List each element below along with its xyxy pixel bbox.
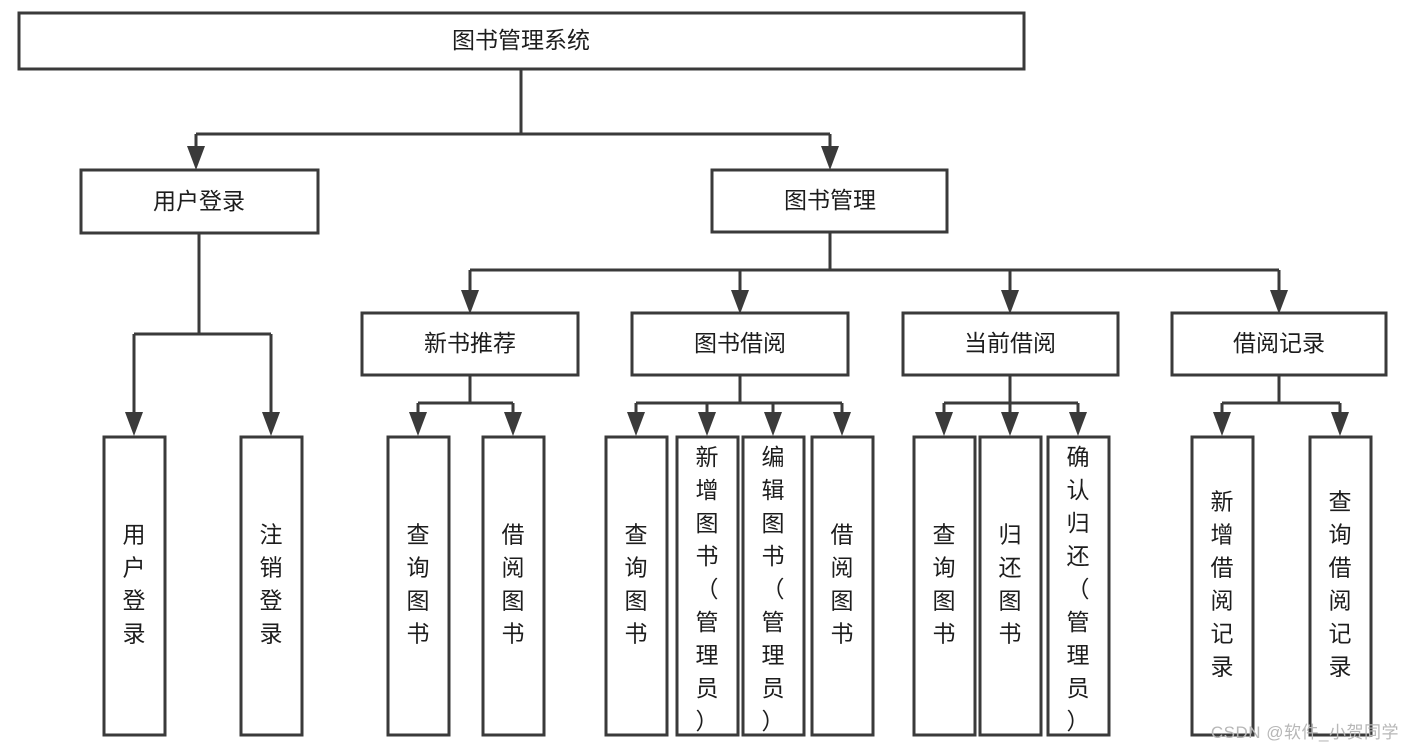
leaf-current-query-book[interactable]: 查询图书 xyxy=(912,435,977,737)
leaf-record-query[interactable]: 查询借阅记录 xyxy=(1308,435,1373,737)
leaf-record-add[interactable]: 新增借阅记录 xyxy=(1190,435,1255,737)
leaf-user-login-logout-label: 注销登录 xyxy=(260,522,283,647)
arrow-to-borrow-record xyxy=(1270,290,1288,314)
leaf-borrow-borrow-book-label: 借阅图书 xyxy=(831,522,854,647)
leaf-user-login-login[interactable]: 用户登录 xyxy=(102,435,167,737)
leaf-user-login-login-box[interactable] xyxy=(102,435,167,737)
leaf-user-login-login-label: 用户登录 xyxy=(123,522,146,647)
leaf-record-add-label: 新增借阅记录 xyxy=(1211,489,1234,680)
leaf-new-book-query-box[interactable] xyxy=(386,435,451,737)
arrow-current-borrow-leaf-2 xyxy=(1069,412,1087,436)
leaf-record-query-box[interactable] xyxy=(1308,435,1373,737)
node-user-login-box[interactable] xyxy=(79,168,320,235)
node-book-management[interactable]: 图书管理 xyxy=(710,168,949,234)
arrow-new-book-rec-leaf-1 xyxy=(504,412,522,436)
leaf-borrow-edit-book-box[interactable] xyxy=(741,435,806,737)
node-new-book-recommendation[interactable]: 新书推荐 xyxy=(360,311,580,377)
arrow-to-current-borrow xyxy=(1001,290,1019,314)
node-borrowing-record[interactable]: 借阅记录 xyxy=(1170,311,1388,377)
leaf-new-book-query-label: 查询图书 xyxy=(407,522,430,647)
leaf-borrow-edit-book-label: 编辑图书（管理员） xyxy=(762,444,785,734)
leaf-current-return-book-box[interactable] xyxy=(978,435,1043,737)
leaf-current-confirm-return-box[interactable] xyxy=(1046,435,1111,737)
leaf-current-query-book-label: 查询图书 xyxy=(933,522,956,647)
leaf-user-login-logout-box[interactable] xyxy=(239,435,304,737)
leaf-new-book-borrow[interactable]: 借阅图书 xyxy=(481,435,546,737)
leaf-borrow-add-book[interactable]: 新增图书（管理员） xyxy=(675,435,740,737)
leaf-record-query-label: 查询借阅记录 xyxy=(1329,489,1352,680)
node-root[interactable]: 图书管理系统 xyxy=(17,11,1026,71)
leaf-borrow-add-book-box[interactable] xyxy=(675,435,740,737)
leaf-new-book-query[interactable]: 查询图书 xyxy=(386,435,451,737)
arrow-user-login-leaf-1 xyxy=(262,412,280,436)
arrow-book-borrow-leaf-3 xyxy=(833,412,851,436)
node-current-borrowing-label: 当前借阅 xyxy=(964,330,1056,356)
leaf-borrow-borrow-book[interactable]: 借阅图书 xyxy=(810,435,875,737)
node-new-book-recommendation-label: 新书推荐 xyxy=(424,330,516,356)
node-book-borrowing-label: 图书借阅 xyxy=(694,330,786,356)
arrow-new-book-rec-leaf-0 xyxy=(409,412,427,436)
leaf-borrow-query-book-label: 查询图书 xyxy=(625,522,648,647)
arrow-current-borrow-leaf-1 xyxy=(1001,412,1019,436)
leaf-borrow-add-book-label: 新增图书（管理员） xyxy=(696,444,719,734)
arrow-to-user-login xyxy=(187,146,205,170)
arrow-book-borrow-leaf-2 xyxy=(764,412,782,436)
leaf-new-book-borrow-label: 借阅图书 xyxy=(502,522,525,647)
arrow-current-borrow-leaf-0 xyxy=(935,412,953,436)
node-book-management-label: 图书管理 xyxy=(784,187,876,213)
leaf-borrow-query-book[interactable]: 查询图书 xyxy=(604,435,669,737)
node-root-box[interactable] xyxy=(17,11,1026,71)
node-current-borrowing[interactable]: 当前借阅 xyxy=(901,311,1120,377)
node-borrowing-record-label: 借阅记录 xyxy=(1233,330,1325,356)
csdn-watermark: CSDN @软件_小贺同学 xyxy=(1210,723,1399,742)
leaf-current-return-book-label: 归还图书 xyxy=(999,522,1022,647)
node-borrowing-record-box[interactable] xyxy=(1170,311,1388,377)
leaf-borrow-borrow-book-box[interactable] xyxy=(810,435,875,737)
node-current-borrowing-box[interactable] xyxy=(901,311,1120,377)
leaf-borrow-query-book-box[interactable] xyxy=(604,435,669,737)
arrow-borrow-record-leaf-0 xyxy=(1213,412,1231,436)
leaf-current-confirm-return-label: 确认归还（管理员） xyxy=(1067,444,1090,734)
arrow-to-new-book-rec xyxy=(461,290,479,314)
arrow-user-login-leaf-0 xyxy=(125,412,143,436)
node-user-login[interactable]: 用户登录 xyxy=(79,168,320,235)
node-user-login-label: 用户登录 xyxy=(153,188,245,214)
arrow-borrow-record-leaf-1 xyxy=(1331,412,1349,436)
node-root-label: 图书管理系统 xyxy=(452,27,590,53)
node-new-book-recommendation-box[interactable] xyxy=(360,311,580,377)
edge-layer xyxy=(125,69,1349,436)
node-book-borrowing[interactable]: 图书借阅 xyxy=(630,311,850,377)
node-book-borrowing-box[interactable] xyxy=(630,311,850,377)
arrow-book-borrow-leaf-0 xyxy=(627,412,645,436)
arrow-to-book-mgmt xyxy=(821,146,839,170)
leaf-current-confirm-return[interactable]: 确认归还（管理员） xyxy=(1046,435,1111,737)
leaf-current-return-book[interactable]: 归还图书 xyxy=(978,435,1043,737)
arrow-to-book-borrow xyxy=(731,290,749,314)
leaf-borrow-edit-book[interactable]: 编辑图书（管理员） xyxy=(741,435,806,737)
leaf-new-book-borrow-box[interactable] xyxy=(481,435,546,737)
leaf-user-login-logout[interactable]: 注销登录 xyxy=(239,435,304,737)
leaf-current-query-book-box[interactable] xyxy=(912,435,977,737)
leaf-record-add-box[interactable] xyxy=(1190,435,1255,737)
arrow-book-borrow-leaf-1 xyxy=(698,412,716,436)
node-book-management-box[interactable] xyxy=(710,168,949,234)
